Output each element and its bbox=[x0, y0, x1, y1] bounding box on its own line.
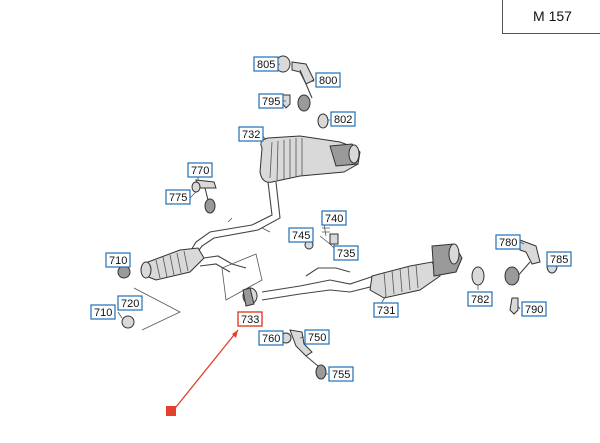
callout-760[interactable]: 760 bbox=[258, 330, 284, 346]
svg-text:710: 710 bbox=[109, 255, 127, 267]
svg-text:750: 750 bbox=[308, 332, 326, 344]
callout-770[interactable]: 770 bbox=[187, 162, 213, 178]
front-muffler-right bbox=[319, 235, 463, 299]
model-label: M 157 bbox=[502, 0, 600, 34]
svg-text:805: 805 bbox=[257, 59, 275, 71]
svg-text:782: 782 bbox=[471, 294, 489, 306]
hanger-right bbox=[471, 239, 558, 315]
clamp-detail bbox=[133, 253, 263, 331]
callout-775[interactable]: 775 bbox=[165, 189, 191, 205]
svg-text:760: 760 bbox=[262, 333, 280, 345]
front-muffler-left bbox=[117, 247, 247, 329]
hanger-left bbox=[191, 179, 217, 214]
svg-text:731: 731 bbox=[377, 305, 395, 317]
rear-muffler-732 bbox=[259, 135, 361, 183]
highlight-arrow bbox=[166, 329, 239, 416]
callout-731[interactable]: 731 bbox=[373, 302, 399, 318]
svg-text:735: 735 bbox=[337, 248, 355, 260]
callout-800[interactable]: 800 bbox=[315, 72, 341, 88]
svg-text:755: 755 bbox=[332, 369, 350, 381]
callout-710-lower[interactable]: 710 bbox=[90, 304, 116, 320]
callout-785[interactable]: 785 bbox=[546, 251, 572, 267]
bracket-assembly-top bbox=[275, 55, 329, 129]
svg-text:710: 710 bbox=[94, 307, 112, 319]
svg-text:790: 790 bbox=[525, 304, 543, 316]
svg-text:733: 733 bbox=[241, 314, 259, 326]
svg-text:770: 770 bbox=[191, 165, 209, 177]
small-fasteners bbox=[304, 223, 339, 250]
svg-text:740: 740 bbox=[325, 213, 343, 225]
svg-text:745: 745 bbox=[292, 230, 310, 242]
svg-text:800: 800 bbox=[319, 75, 337, 87]
callout-750[interactable]: 750 bbox=[304, 329, 330, 345]
svg-text:720: 720 bbox=[121, 298, 139, 310]
svg-text:795: 795 bbox=[262, 96, 280, 108]
callout-805[interactable]: 805 bbox=[253, 56, 279, 72]
callout-740[interactable]: 740 bbox=[321, 210, 347, 226]
connecting-pipe-lower bbox=[261, 267, 383, 301]
callout-732[interactable]: 732 bbox=[238, 126, 264, 142]
callout-735[interactable]: 735 bbox=[333, 245, 359, 261]
callout-755[interactable]: 755 bbox=[328, 366, 354, 382]
connecting-pipe-upper bbox=[189, 181, 281, 255]
bracket-assembly-bottom bbox=[280, 329, 327, 380]
svg-text:780: 780 bbox=[499, 237, 517, 249]
callout-802[interactable]: 802 bbox=[330, 111, 356, 127]
callout-745[interactable]: 745 bbox=[288, 227, 314, 243]
svg-text:732: 732 bbox=[242, 129, 260, 141]
svg-text:785: 785 bbox=[550, 254, 568, 266]
svg-text:775: 775 bbox=[169, 192, 187, 204]
callout-790[interactable]: 790 bbox=[521, 301, 547, 317]
callout-710-upper[interactable]: 710 bbox=[105, 252, 131, 268]
callout-720[interactable]: 720 bbox=[117, 295, 143, 311]
callout-733[interactable]: 733 bbox=[237, 311, 263, 327]
svg-text:802: 802 bbox=[334, 114, 352, 126]
callout-780[interactable]: 780 bbox=[495, 234, 521, 250]
callout-782[interactable]: 782 bbox=[467, 291, 493, 307]
callout-795[interactable]: 795 bbox=[258, 93, 284, 109]
